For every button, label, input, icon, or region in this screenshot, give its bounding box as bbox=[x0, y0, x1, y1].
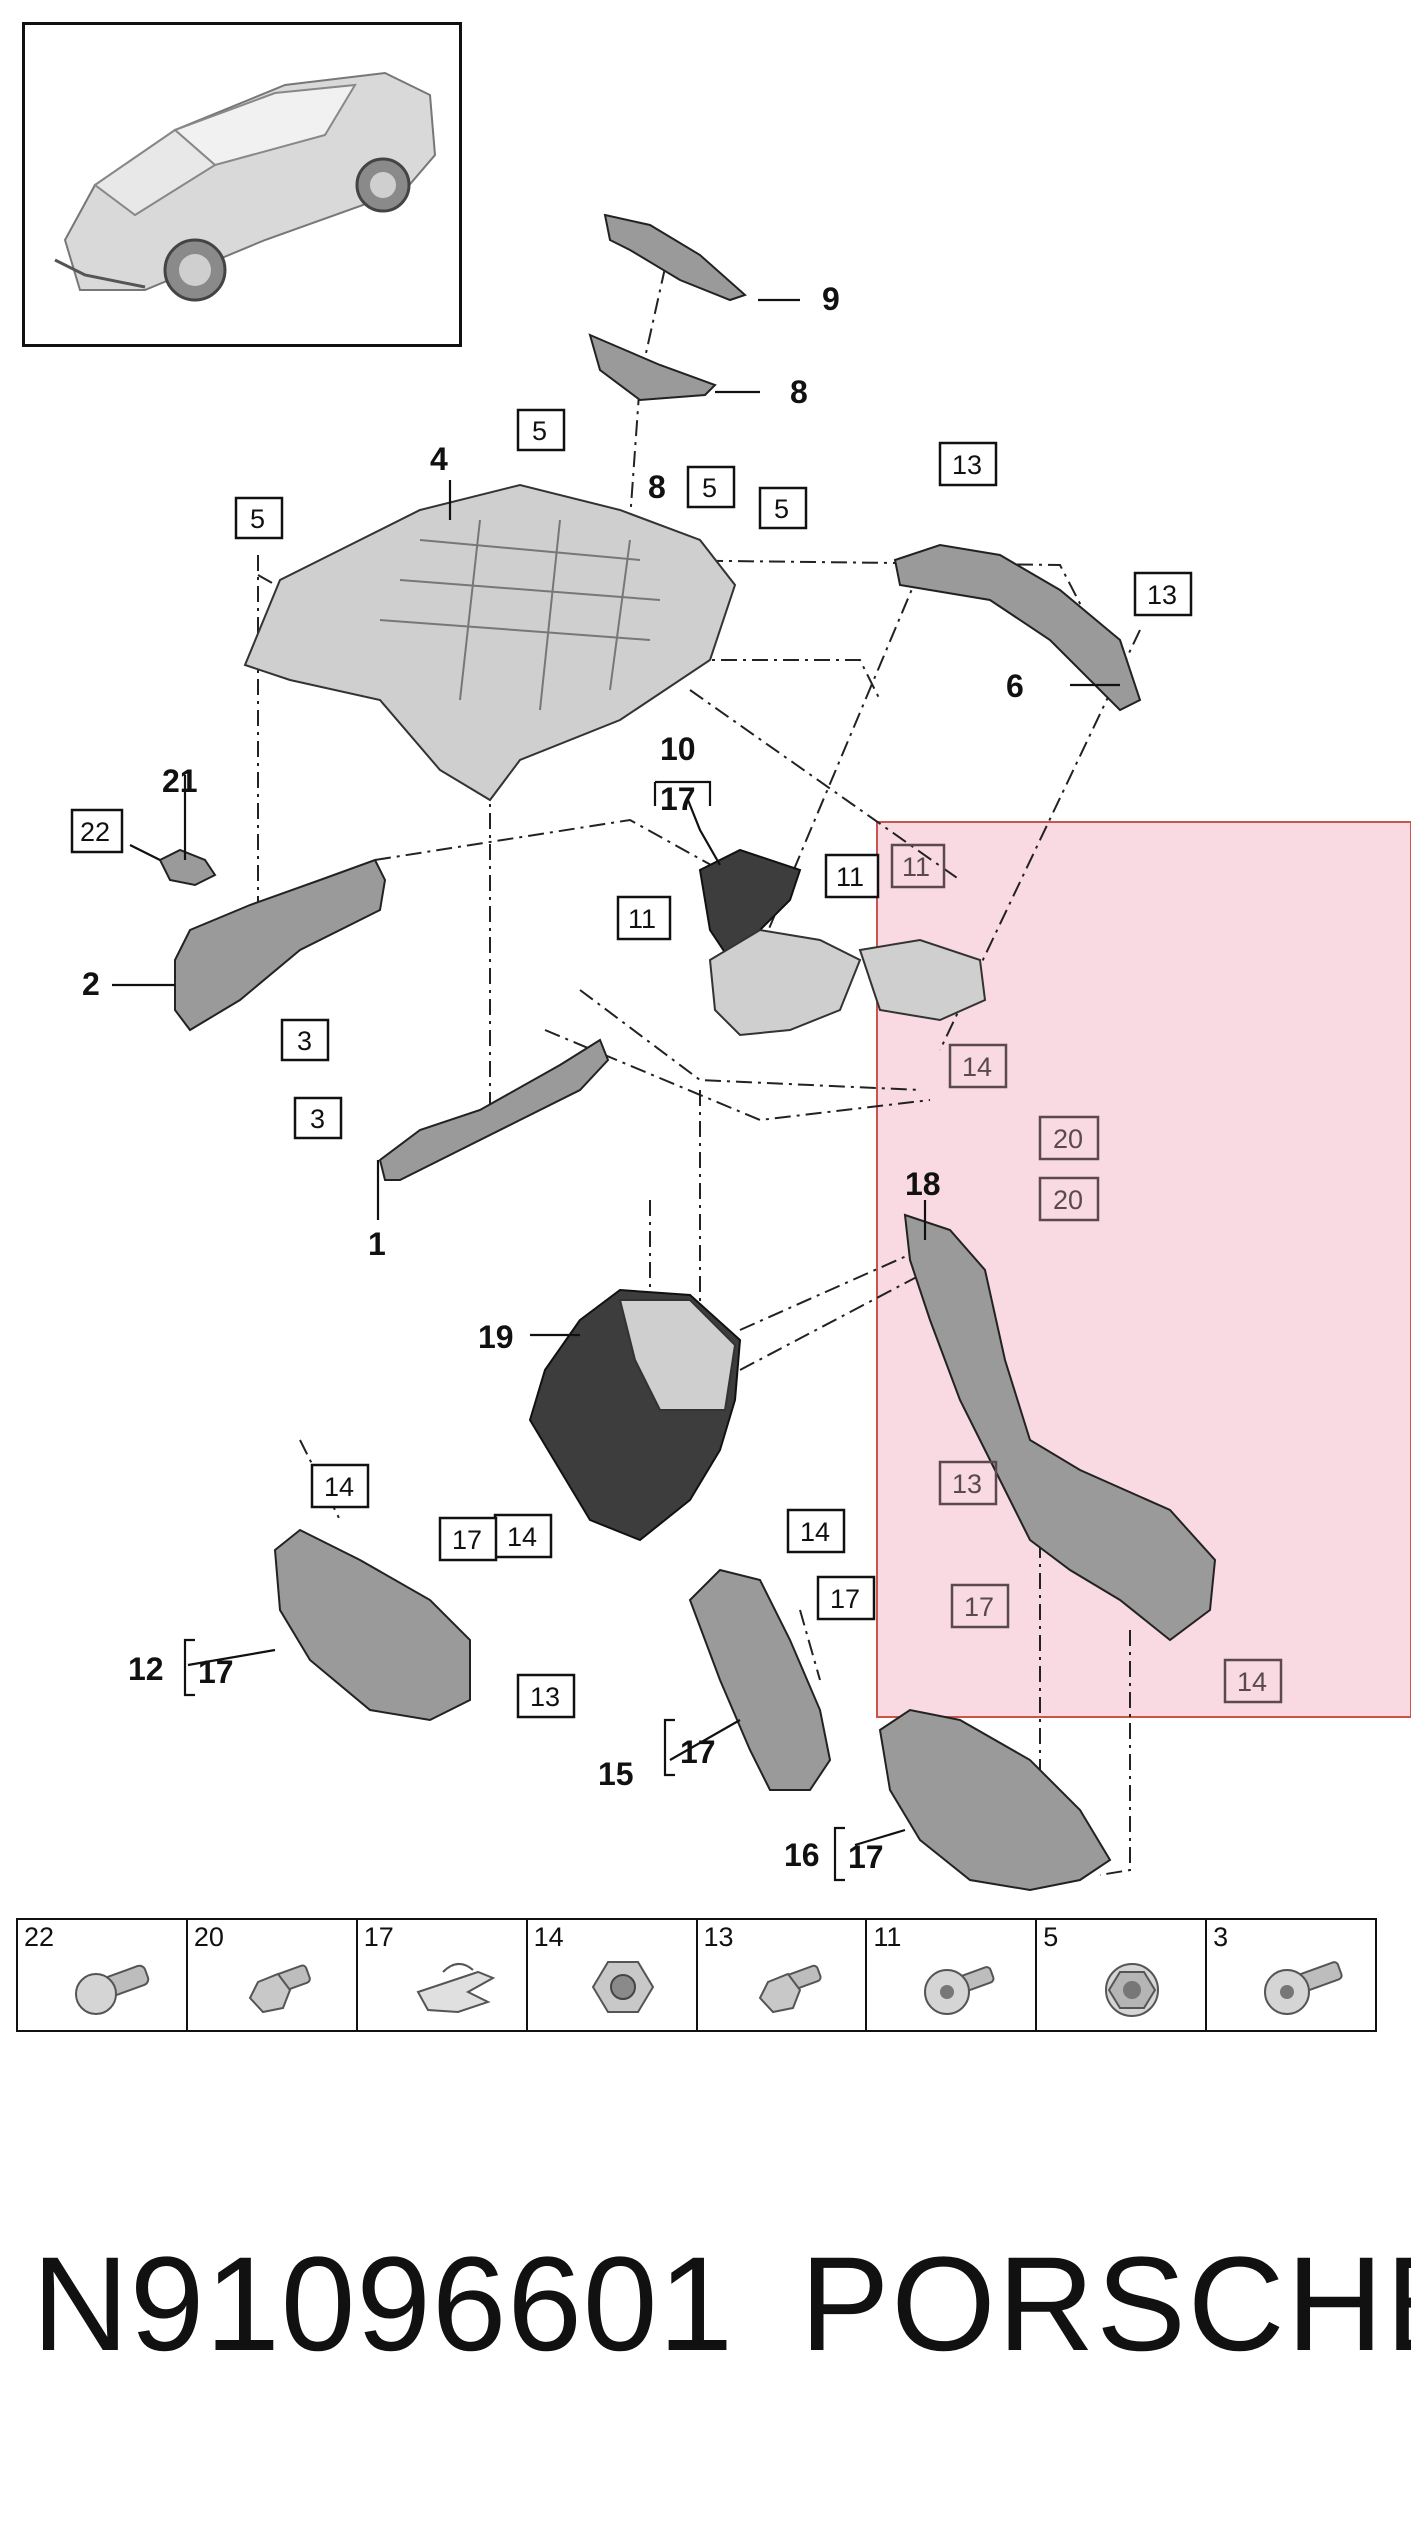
fastener-label: 17 bbox=[363, 1922, 394, 1952]
fastener-label: 5 bbox=[1043, 1922, 1059, 1952]
box-17-part-16: 17 bbox=[964, 1592, 994, 1622]
box-5-right: 5 bbox=[774, 494, 789, 524]
part-1-shape bbox=[378, 1038, 610, 1181]
box-17-part-15: 17 bbox=[830, 1584, 860, 1614]
part-15-shape bbox=[688, 1568, 832, 1791]
box-22: 22 bbox=[80, 817, 110, 847]
fastener-cell: 13 bbox=[698, 1920, 868, 2030]
part-12-shape bbox=[273, 1528, 471, 1722]
callout-15: 15 bbox=[598, 1756, 634, 1792]
spring-clip-icon bbox=[416, 1963, 496, 2014]
box-20-upper: 20 bbox=[1053, 1124, 1083, 1154]
box-5-left: 5 bbox=[250, 504, 265, 534]
box-20-lower: 20 bbox=[1053, 1185, 1083, 1215]
fastener-cell: 17 bbox=[358, 1920, 528, 2030]
part-number: N91096601 bbox=[32, 2230, 734, 2379]
callout-8-left: 8 bbox=[648, 469, 666, 505]
bracket-17-part-10: 17 bbox=[660, 781, 696, 817]
fastener-cell: 22 bbox=[18, 1920, 188, 2030]
fastener-cell: 11 bbox=[867, 1920, 1038, 2030]
part-19-inner bbox=[618, 1299, 737, 1411]
bracket-17-part-15: 17 bbox=[680, 1734, 716, 1770]
fastener-cell: 14 bbox=[528, 1920, 698, 2030]
bracket-17-part-12: 17 bbox=[198, 1654, 234, 1690]
callout-2: 2 bbox=[82, 966, 100, 1002]
box-13-part-12: 13 bbox=[530, 1682, 560, 1712]
hex-nut-icon bbox=[591, 1961, 654, 2013]
box-11-right: 11 bbox=[902, 852, 930, 882]
callout-9: 9 bbox=[822, 281, 840, 317]
callout-1: 1 bbox=[368, 1226, 386, 1262]
part-9-shape bbox=[603, 213, 747, 302]
callout-16: 16 bbox=[784, 1837, 820, 1873]
brackets bbox=[183, 780, 845, 1882]
part-21-shape bbox=[158, 848, 217, 887]
bracket-17-part-16: 17 bbox=[848, 1839, 884, 1875]
vehicle-thumbnail bbox=[22, 22, 462, 347]
torx-bolt-icon bbox=[924, 1966, 995, 2015]
exploded-parts-diagram: 1 2 4 6 8 8 9 10 12 15 16 18 19 21 17 17… bbox=[70, 213, 1411, 1892]
part-6-shape bbox=[893, 543, 1142, 712]
torx-screw-icon bbox=[1264, 1961, 1343, 2015]
box-13-right: 13 bbox=[1147, 580, 1177, 610]
box-13-top: 13 bbox=[952, 450, 982, 480]
leader-lines bbox=[112, 298, 1120, 1847]
car-icon bbox=[54, 71, 437, 302]
part-18-shape bbox=[903, 1213, 1217, 1642]
callout-10: 10 bbox=[660, 731, 696, 767]
box-11-left: 11 bbox=[628, 904, 656, 934]
callout-4: 4 bbox=[430, 441, 448, 477]
part-11-shape bbox=[708, 928, 862, 1037]
fastener-label: 14 bbox=[533, 1922, 564, 1952]
fastener-label: 20 bbox=[193, 1922, 224, 1952]
boxed-callouts: 5 5 5 5 13 13 13 13 22 3 3 11 11 11 14 1… bbox=[70, 408, 1283, 1719]
part-16-shape bbox=[878, 1708, 1112, 1892]
hex-bolt-icon bbox=[758, 1964, 822, 2014]
part-11b-shape bbox=[858, 938, 987, 1022]
fastener-cell: 5 bbox=[1037, 1920, 1208, 2030]
box-14-part-18: 14 bbox=[1237, 1667, 1267, 1697]
fastener-cell: 20 bbox=[188, 1920, 358, 2030]
box-14-upper: 14 bbox=[962, 1052, 992, 1082]
fastener-table: 22 20 17 14 13 11 bbox=[16, 1918, 1377, 2032]
box-11-mid: 11 bbox=[836, 862, 864, 892]
fastener-label: 13 bbox=[703, 1922, 734, 1952]
box-5-mid: 5 bbox=[702, 473, 717, 503]
box-5-top: 5 bbox=[532, 416, 547, 446]
part-8-shape bbox=[588, 333, 717, 402]
part-2-shape bbox=[174, 858, 387, 1032]
part-10-shape bbox=[698, 848, 802, 962]
callout-12: 12 bbox=[128, 1651, 164, 1687]
brand-name: PORSCHE bbox=[800, 2230, 1411, 2379]
fastener-label: 11 bbox=[873, 1922, 902, 1952]
box-14-part-19: 14 bbox=[507, 1522, 537, 1552]
hex-bolt-icon bbox=[248, 1964, 311, 2014]
fastener-cell: 3 bbox=[1207, 1920, 1375, 2030]
box-3-lower: 3 bbox=[310, 1104, 325, 1134]
box-17-part-12: 17 bbox=[452, 1525, 482, 1555]
box-14-part-12: 14 bbox=[324, 1472, 354, 1502]
callout-18: 18 bbox=[905, 1166, 941, 1202]
hex-nut-washer-icon bbox=[1105, 1963, 1160, 2017]
callout-8-right: 8 bbox=[790, 374, 808, 410]
callout-19: 19 bbox=[478, 1319, 514, 1355]
footer: N91096601 PORSCHE bbox=[0, 2225, 1411, 2385]
part-4-shape bbox=[243, 483, 737, 802]
callout-6: 6 bbox=[1006, 668, 1024, 704]
box-3-upper: 3 bbox=[297, 1026, 312, 1056]
callout-21: 21 bbox=[162, 763, 198, 799]
bolt-flange-icon bbox=[75, 1964, 150, 2015]
fastener-label: 3 bbox=[1213, 1922, 1229, 1952]
fastener-label: 22 bbox=[24, 1922, 55, 1952]
part-4-ribs bbox=[379, 519, 661, 711]
box-14-part-15: 14 bbox=[800, 1517, 830, 1547]
box-13-part-18: 13 bbox=[952, 1469, 982, 1499]
